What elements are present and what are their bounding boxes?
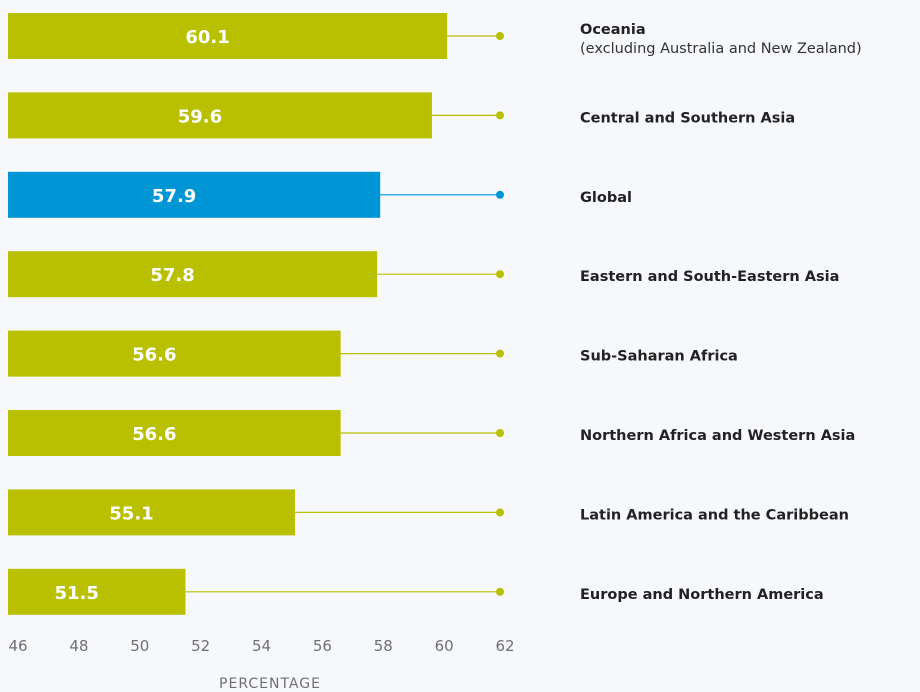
bar-latin-america-and-the-caribbean <box>8 489 295 536</box>
x-tick-label: 60 <box>435 637 454 655</box>
x-tick-label: 56 <box>313 637 332 655</box>
bar-sub-saharan-africa <box>8 330 341 377</box>
leader-dot-central-and-southern-asia <box>496 111 504 120</box>
x-tick-label: 62 <box>495 637 514 655</box>
x-tick-label: 50 <box>130 637 149 655</box>
x-tick-label: 48 <box>69 637 88 655</box>
category-label-europe-and-northern-america: Europe and Northern America <box>580 587 824 603</box>
leader-dot-oceania <box>496 32 504 40</box>
leader-dot-northern-africa-and-western-asia <box>496 429 504 437</box>
x-tick-label: 52 <box>191 637 210 655</box>
bar-northern-africa-and-western-asia <box>8 410 341 456</box>
x-tick-label: 58 <box>374 637 393 655</box>
category-label-oceania: Oceania <box>580 22 646 38</box>
bar-eastern-and-south-eastern-asia <box>8 251 378 298</box>
bar-oceania <box>8 13 448 59</box>
category-label-latin-america-and-the-caribbean: Latin America and the Caribbean <box>580 507 849 523</box>
data-label-northern-africa-and-western-asia: 56.6 <box>132 424 176 445</box>
leader-dot-europe-and-northern-america <box>496 587 504 596</box>
data-label-central-and-southern-asia: 59.6 <box>178 106 222 127</box>
category-label-global: Global <box>580 190 632 206</box>
category-note-oceania: (excluding Australia and New Zealand) <box>580 41 862 57</box>
x-axis-ticks-group: 46 48 50 52 54 56 58 60 62 <box>8 637 514 655</box>
leader-dot-sub-saharan-africa <box>496 349 504 358</box>
bars-group: 60.1 59.6 57.9 57.8 56.6 56.6 55.1 51.5 <box>8 13 504 615</box>
bar-europe-and-northern-america <box>8 568 186 615</box>
data-label-eastern-and-south-eastern-asia: 57.8 <box>150 265 194 286</box>
category-label-central-and-southern-asia: Central and Southern Asia <box>580 110 795 126</box>
bar-global <box>8 171 381 218</box>
x-tick-label: 54 <box>252 637 271 655</box>
leader-dot-eastern-and-south-eastern-asia <box>496 270 504 279</box>
data-label-latin-america-and-the-caribbean: 55.1 <box>109 503 153 524</box>
category-label-eastern-and-south-eastern-asia: Eastern and South-Eastern Asia <box>580 269 839 285</box>
data-label-sub-saharan-africa: 56.6 <box>132 345 176 366</box>
category-label-northern-africa-and-western-asia: Northern Africa and Western Asia <box>580 428 855 444</box>
data-label-europe-and-northern-america: 51.5 <box>54 583 98 604</box>
data-label-global: 57.9 <box>152 186 196 207</box>
category-labels-group: Oceania (excluding Australia and New Zeal… <box>580 22 862 603</box>
data-label-oceania: 60.1 <box>185 27 229 48</box>
x-tick-label: 46 <box>8 637 27 655</box>
category-label-sub-saharan-africa: Sub-Saharan Africa <box>580 349 738 365</box>
leader-dot-latin-america-and-the-caribbean <box>496 508 504 517</box>
x-axis-title: PERCENTAGE <box>219 676 321 692</box>
leader-dot-global <box>496 190 504 199</box>
bar-central-and-southern-asia <box>8 92 432 139</box>
